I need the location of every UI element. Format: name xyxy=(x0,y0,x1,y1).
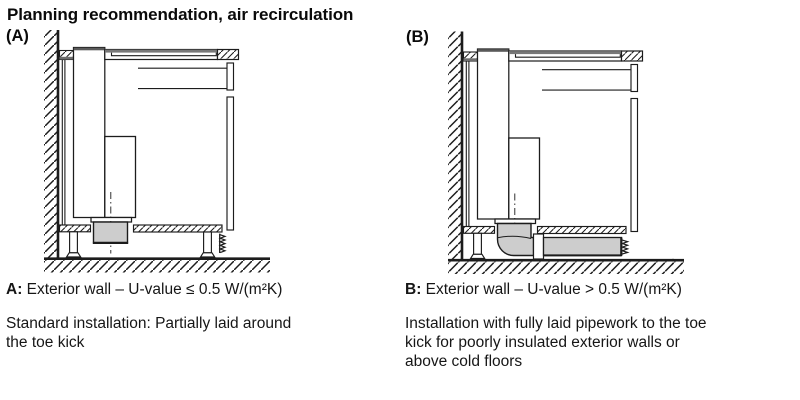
diagram-a-label: (A) xyxy=(6,27,29,45)
elbow-seam xyxy=(497,235,532,239)
plinth-duct-straight xyxy=(542,236,623,257)
diagram-b-label: (B) xyxy=(406,28,429,46)
floor-extension-hatch xyxy=(672,261,684,274)
caption-a-prefix: A: xyxy=(6,281,23,298)
plinth-duct-elbow xyxy=(496,222,535,257)
caption-b-body-line: Installation with fully laid pipework to… xyxy=(405,315,707,332)
caption-a-text: Exterior wall – U-value ≤ 0.5 W/(m²K) xyxy=(22,281,283,298)
right-leg xyxy=(203,231,212,254)
caption-a-body: Standard installation: Partially laid ar… xyxy=(6,314,376,352)
caption-b-heading: B: Exterior wall – U-value > 0.5 W/(m²K) xyxy=(405,280,795,299)
diagram-b xyxy=(446,30,684,276)
duct-collar xyxy=(532,233,545,260)
caption-a-heading: A: Exterior wall – U-value ≤ 0.5 W/(m²K) xyxy=(6,280,376,299)
cabinet-section-a xyxy=(42,28,272,274)
caption-b-body-line: kick for poorly insulated exterior walls… xyxy=(405,334,680,351)
air-outlet-grille-a xyxy=(218,233,227,254)
page-title: Planning recommendation, air recirculati… xyxy=(7,5,354,24)
right-foot xyxy=(199,252,216,258)
caption-a-body-line: the toe kick xyxy=(6,334,85,351)
caption-b-prefix: B: xyxy=(405,281,422,298)
caption-b-body: Installation with fully laid pipework to… xyxy=(405,314,795,371)
caption-b-body-line: above cold floors xyxy=(405,353,523,370)
caption-a-body-line: Standard installation: Partially laid ar… xyxy=(6,315,292,332)
plinth-duct-short xyxy=(92,221,129,244)
diagram-a xyxy=(42,28,272,274)
caption-b-text: Exterior wall – U-value > 0.5 W/(m²K) xyxy=(421,281,682,298)
air-outlet-grille-b xyxy=(620,239,630,255)
